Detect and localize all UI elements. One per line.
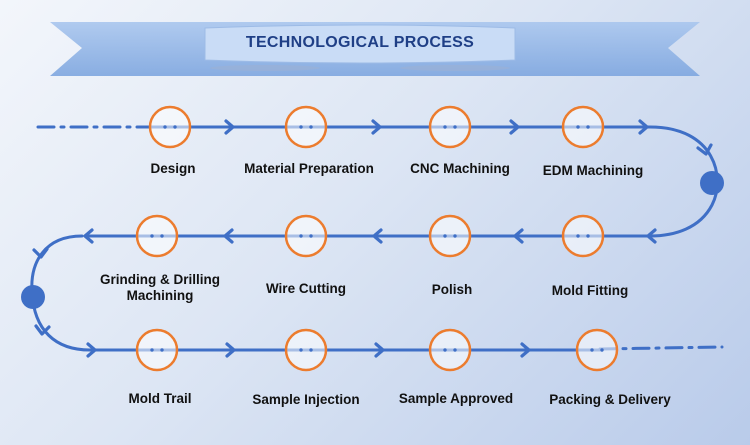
step-node-dot [453, 234, 457, 238]
step-node-dot [309, 125, 313, 129]
step-node-dot [163, 125, 167, 129]
step-node-dot [576, 234, 580, 238]
step-node-ring [284, 328, 328, 372]
flow-bend-right [648, 125, 719, 238]
step-label: EDM Machining [542, 163, 644, 178]
step-node-dot [299, 348, 303, 352]
step-node-ring [575, 328, 619, 372]
step-node-ring [428, 105, 472, 149]
arrow-left-icon [83, 228, 94, 244]
arrow-right-icon [225, 342, 236, 358]
step-node-ring [428, 328, 472, 372]
step-node-dot [309, 234, 313, 238]
arrow-down-icon [32, 247, 49, 259]
step-node-ring [561, 105, 605, 149]
step-node [284, 328, 328, 372]
step-nodes [135, 105, 619, 372]
step-node-dot [453, 125, 457, 129]
step-node-dot [160, 348, 164, 352]
step-node-dot [586, 234, 590, 238]
step-node [428, 214, 472, 258]
flow-lead-out-dashed [598, 345, 724, 351]
banner-shadow [210, 65, 320, 71]
step-node-dot [453, 348, 457, 352]
step-node-dot [309, 348, 313, 352]
step-node-dot [576, 125, 580, 129]
step-label: Wire Cutting [265, 281, 347, 296]
arrow-right-icon [371, 119, 382, 135]
step-node-dot [443, 348, 447, 352]
arrow-right-icon [86, 342, 97, 358]
step-node-ring [135, 328, 179, 372]
step-node [575, 328, 619, 372]
step-node-dot [299, 125, 303, 129]
step-node-dot [443, 234, 447, 238]
step-node [428, 328, 472, 372]
step-node-dot [586, 125, 590, 129]
step-label: Packing & Delivery [549, 392, 671, 407]
step-node [148, 105, 192, 149]
step-label: Mold Trail [128, 391, 192, 406]
step-node-ring [428, 214, 472, 258]
step-node-ring [135, 214, 179, 258]
step-node [428, 105, 472, 149]
step-node-dot [150, 234, 154, 238]
arrow-right-icon [374, 342, 385, 358]
banner-shadow [400, 65, 510, 71]
step-node-ring [284, 105, 328, 149]
step-node-dot [443, 125, 447, 129]
step-node [284, 105, 328, 149]
step-node [561, 105, 605, 149]
step-label: Mold Fitting [551, 283, 629, 298]
step-node-dot [160, 234, 164, 238]
page-title: TECHNOLOGICAL PROCESS [245, 34, 475, 51]
step-node-dot [600, 348, 604, 352]
arrow-down-icon [696, 143, 713, 156]
step-label: Material Preparation [244, 161, 374, 176]
arrow-right-icon [509, 119, 520, 135]
step-node-dot [173, 125, 177, 129]
banner-plate [204, 24, 516, 64]
arrow-left-icon [646, 228, 657, 244]
step-node-ring [284, 214, 328, 258]
step-node [284, 214, 328, 258]
step-label: CNC Machining [410, 161, 510, 176]
arrow-right-icon [638, 119, 649, 135]
step-label: Sample Injection [252, 392, 360, 407]
step-node [561, 214, 605, 258]
step-node-dot [150, 348, 154, 352]
step-node-dot [299, 234, 303, 238]
arrow-right-icon [224, 119, 235, 135]
bend-dot-right [700, 171, 724, 195]
bend-dot-left [21, 285, 45, 309]
step-label: Sample Approved [398, 391, 514, 406]
step-node-ring [561, 214, 605, 258]
arrow-left-icon [223, 228, 234, 244]
title-banner [50, 22, 700, 76]
step-node [135, 328, 179, 372]
arrow-right-icon [520, 342, 531, 358]
step-label: Grinding & Drilling Machining [100, 272, 220, 303]
direction-arrows [32, 119, 713, 358]
step-node [135, 214, 179, 258]
step-label: Polish [431, 282, 473, 297]
arrow-left-icon [372, 228, 383, 244]
arrow-down-icon [34, 324, 51, 336]
step-node-ring [148, 105, 192, 149]
step-node-dot [590, 348, 594, 352]
step-label: Design [150, 161, 196, 176]
arrow-left-icon [513, 228, 524, 244]
